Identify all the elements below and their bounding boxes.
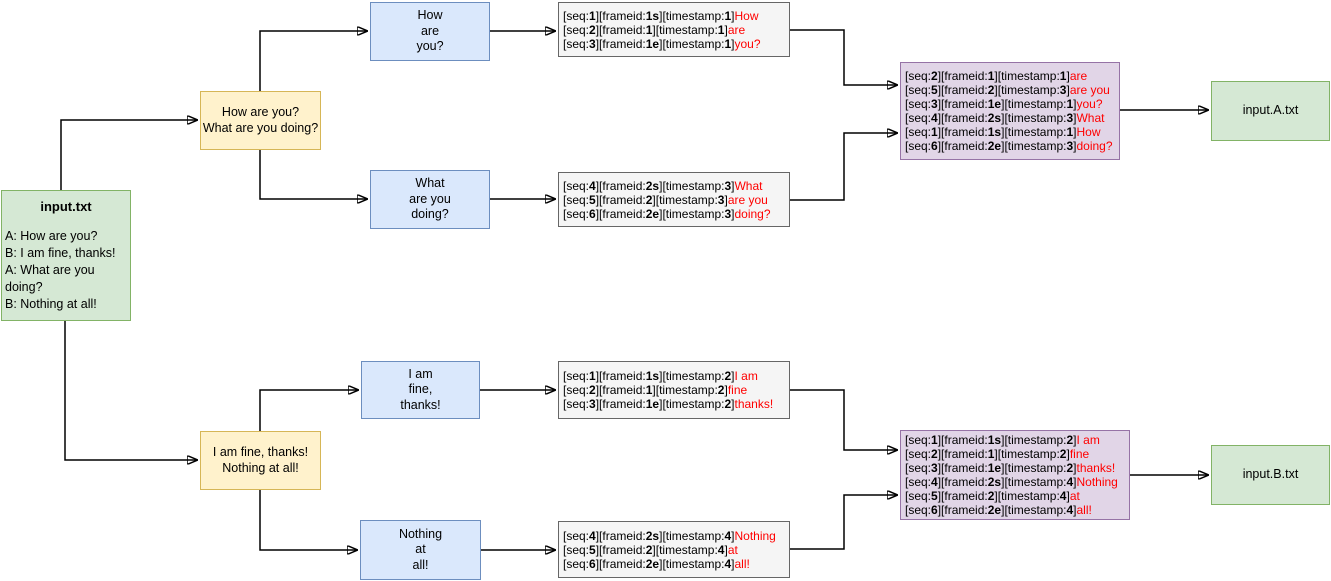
speaker-a-frames-1-node: [seq:1][frameid:1s][timestamp:1]How[seq:… [558,2,790,57]
frame-entry: [seq:6][frameid:2e][timestamp:4]all! [905,503,1092,517]
frame-entry: [seq:2][frameid:1][timestamp:2]fine [905,447,1090,461]
speaker-b-frames-2-node: [seq:4][frameid:2s][timestamp:4]Nothing[… [558,521,790,578]
frame-entry: [seq:5][frameid:2][timestamp:4]at [905,489,1080,503]
output-a-file-node: input.A.txt [1211,81,1330,141]
frame-entry: [seq:4][frameid:2s][timestamp:3]What [563,178,763,193]
speaker-b-chunk-1-node: I am fine, thanks! [361,361,480,419]
frame-entry: [seq:4][frameid:2s][timestamp:4]Nothing [563,528,776,543]
frame-entry: [seq:2][frameid:1][timestamp:1]are [905,69,1088,83]
input-file-title: input.txt [40,199,92,214]
arrow-frames-b2-to-merged [790,495,897,550]
arrow-utterances-b-to-chunk-2 [259,490,357,550]
frame-entry: [seq:1][frameid:1s][timestamp:2]I am [905,433,1100,447]
frame-entry: [seq:5][frameid:2][timestamp:4]at [563,542,738,557]
input-file-node: input.txt A: How are you? B: I am fine, … [1,190,131,321]
frame-entry: [seq:3][frameid:1e][timestamp:1]you? [563,36,761,51]
speaker-a-utterances-node: How are you? What are you doing? [200,91,321,150]
speaker-b-frames-1-node: [seq:1][frameid:1s][timestamp:2]I am[seq… [558,361,790,419]
frame-entry: [seq:6][frameid:2e][timestamp:3]doing? [905,139,1113,153]
arrow-frames-a2-to-merged [790,133,897,201]
arrow-input-to-utterances-a [60,120,197,190]
speaker-a-frames-2-node: [seq:4][frameid:2s][timestamp:3]What[seq… [558,172,790,227]
output-b-file-node: input.B.txt [1211,445,1330,505]
frame-entry: [seq:3][frameid:1e][timestamp:1]you? [905,97,1103,111]
input-file-lines: A: How are you? B: I am fine, thanks! A:… [5,228,116,311]
frame-entry: [seq:5][frameid:2][timestamp:3]are you [563,192,768,207]
frame-entry: [seq:1][frameid:1s][timestamp:1]How [563,8,759,23]
arrow-input-to-utterances-b [64,321,197,460]
frame-entry: [seq:2][frameid:1][timestamp:1]are [563,22,746,37]
frame-entry: [seq:4][frameid:2s][timestamp:3]What [905,111,1105,125]
frame-entry: [seq:3][frameid:1e][timestamp:2]thanks! [905,461,1116,475]
arrow-utterances-a-to-chunk-2 [259,150,367,199]
frame-entry: [seq:2][frameid:1][timestamp:2]fine [563,383,748,397]
arrow-utterances-b-to-chunk-1 [259,390,358,431]
arrow-frames-a1-to-merged [790,29,897,85]
speaker-b-merged-frames-node: [seq:1][frameid:1s][timestamp:2]I am[seq… [900,430,1130,520]
speaker-a-chunk-2-node: What are you doing? [370,170,490,229]
arrow-frames-b1-to-merged [790,389,897,450]
frame-entry: [seq:6][frameid:2e][timestamp:4]all! [563,556,750,571]
frame-entry: [seq:1][frameid:1s][timestamp:1]How [905,125,1101,139]
frame-entry: [seq:4][frameid:2s][timestamp:4]Nothing [905,475,1118,489]
speaker-a-chunk-1-node: How are you? [370,2,490,61]
frame-entry: [seq:3][frameid:1e][timestamp:2]thanks! [563,397,774,411]
speaker-b-utterances-node: I am fine, thanks! Nothing at all! [200,431,321,490]
frame-entry: [seq:1][frameid:1s][timestamp:2]I am [563,369,758,383]
frame-entry: [seq:6][frameid:2e][timestamp:3]doing? [563,206,771,221]
arrow-utterances-a-to-chunk-1 [259,31,367,91]
speaker-b-chunk-2-node: Nothing at all! [360,520,481,580]
frame-entry: [seq:5][frameid:2][timestamp:3]are you [905,83,1110,97]
speaker-a-merged-frames-node: [seq:2][frameid:1][timestamp:1]are[seq:5… [900,62,1120,160]
